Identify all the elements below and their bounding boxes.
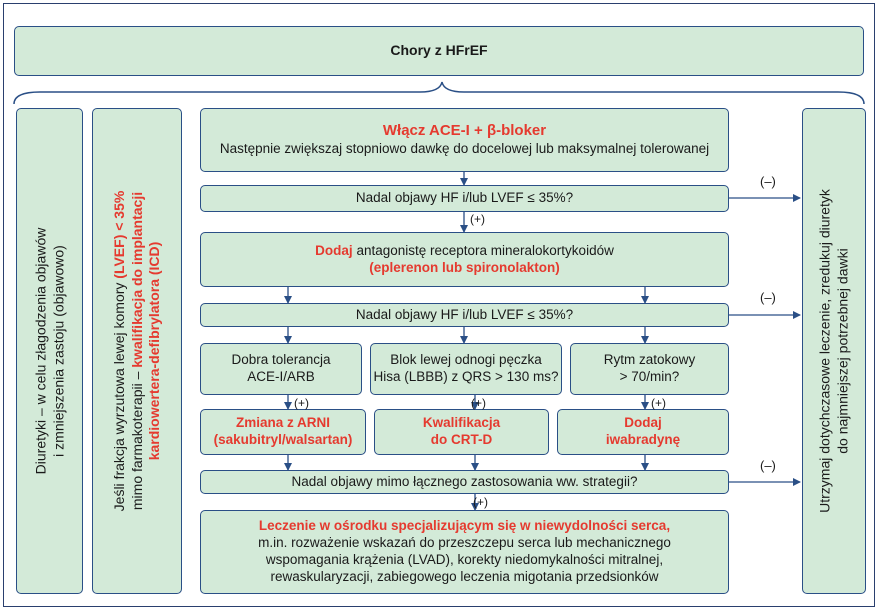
question-1: Nadal objawy HF i/lub LVEF ≤ 35%? — [200, 185, 729, 212]
minus-label-1: (–) — [760, 174, 776, 189]
criteria-sinus: Rytm zatokowy > 70/min? — [570, 343, 729, 395]
a2-line2: do CRT-D — [430, 432, 493, 447]
plus-label-1: (+) — [470, 212, 485, 226]
final-line2: wspomagania krążenia (LVAD), korekty nie… — [265, 552, 664, 567]
final-line1: m.in. rozważenie wskazań do przeszczepu … — [258, 535, 671, 551]
icd-line1b: (LVEF) < 35% — [110, 190, 127, 279]
icd-line2b: kwalifikacja do implantacji — [128, 191, 145, 368]
diagram-frame — [3, 3, 875, 607]
q1-text: Nadal objawy HF i/lub LVEF ≤ 35%? — [355, 190, 574, 206]
criteria-lbbb: Blok lewej odnogi pęczka Hisa (LBBB) z Q… — [370, 343, 562, 395]
c3-line1: Rytm zatokowy — [603, 352, 696, 368]
maintain-text: Utrzymaj dotychczasowe leczenie, zreduku… — [817, 189, 852, 513]
q2-text: Nadal objawy HF i/lub LVEF ≤ 35%? — [355, 306, 574, 322]
a3-line2: iwabradynę — [605, 432, 681, 447]
final-box: Leczenie w ośrodku specjalizującym się w… — [200, 510, 729, 594]
a1-line2: (sakubitryl/walsartan) — [213, 432, 353, 447]
step-mra: Dodaj antagonistę receptora mineralokort… — [200, 232, 729, 287]
diuretics-text: Diuretyki – w celu złagodzenia objawów i… — [32, 228, 67, 475]
maintain-box: Utrzymaj dotychczasowe leczenie, zreduku… — [802, 108, 866, 594]
step1-text: Następnie zwiększaj stopniowo dawkę do d… — [219, 140, 710, 156]
minus-label-3: (–) — [760, 458, 776, 473]
maintain-line2: do najmniejszej potrzebnej dawki — [834, 248, 850, 454]
c1-line1: Dobra tolerancja — [231, 352, 331, 368]
step1-title: Włącz ACE-I + β-bloker — [382, 122, 547, 140]
maintain-line1: Utrzymaj dotychczasowe leczenie, zreduku… — [816, 189, 833, 513]
action-crt-d: Kwalifikacja do CRT-D — [374, 409, 549, 455]
a1-line1: Zmiana z ARNI — [235, 415, 330, 431]
diuretics-line1: Diuretyki – w celu złagodzenia objawów — [32, 227, 48, 475]
final-title: Leczenie w ośrodku specjalizującym się w… — [258, 518, 671, 534]
step-ace-beta-blocker: Włącz ACE-I + β-bloker Następnie zwiększ… — [200, 108, 729, 172]
final-line3: rewaskularyzacji, zabiegowego leczenia m… — [270, 568, 659, 584]
step2-text: antagonistę receptora mineralokortykoidó… — [352, 242, 614, 258]
plus-label-5: (+) — [473, 495, 488, 509]
diuretics-box: Diuretyki – w celu złagodzenia objawów i… — [16, 108, 83, 594]
minus-label-2: (–) — [760, 290, 776, 305]
question-2: Nadal objawy HF i/lub LVEF ≤ 35%? — [200, 303, 729, 327]
c2-line2: Hisa (LBBB) z QRS > 130 ms? — [373, 369, 559, 384]
c2-line1: Blok lewej odnogi pęczka — [390, 352, 542, 368]
action-arni: Zmiana z ARNI (sakubitryl/walsartan) — [200, 409, 366, 455]
plus-label-3: (+) — [471, 396, 486, 410]
question-3: Nadal objawy mimo łącznego zastosowania … — [200, 470, 729, 494]
icd-line2a: mimo farmakoterapii – — [128, 367, 145, 511]
criteria-tolerance: Dobra tolerancja ACE-I/ARB — [200, 343, 362, 395]
c1-line2: ACE-I/ARB — [247, 369, 315, 384]
step2-red2: (eplerenon lub spironolakton) — [369, 259, 560, 275]
icd-text: Jeśli frakcja wyrzutowa lewej komory (LV… — [111, 191, 164, 512]
q3-text: Nadal objawy mimo łącznego zastosowania … — [291, 473, 638, 489]
icd-line3: kardiowertera-defibrylatora (ICD) — [145, 241, 162, 461]
a2-line1: Kwalifikacja — [422, 415, 501, 431]
plus-label-4: (+) — [651, 396, 666, 410]
plus-label-2: (+) — [294, 396, 309, 410]
icd-box: Jeśli frakcja wyrzutowa lewej komory (LV… — [92, 108, 182, 594]
start-box: Chory z HFrEF — [14, 26, 864, 76]
brace — [13, 81, 865, 105]
action-ivabradine: Dodaj iwabradynę — [557, 409, 729, 455]
c3-line2: > 70/min? — [619, 369, 680, 384]
a3-line1: Dodaj — [624, 415, 662, 431]
step2-red: Dodaj — [315, 242, 353, 258]
diuretics-line2: i zmniejszenia zastoju (objawowo) — [49, 245, 66, 457]
start-title: Chory z HFrEF — [390, 42, 488, 59]
icd-line1a: Jeśli frakcja wyrzutowa lewej komory — [110, 278, 127, 512]
